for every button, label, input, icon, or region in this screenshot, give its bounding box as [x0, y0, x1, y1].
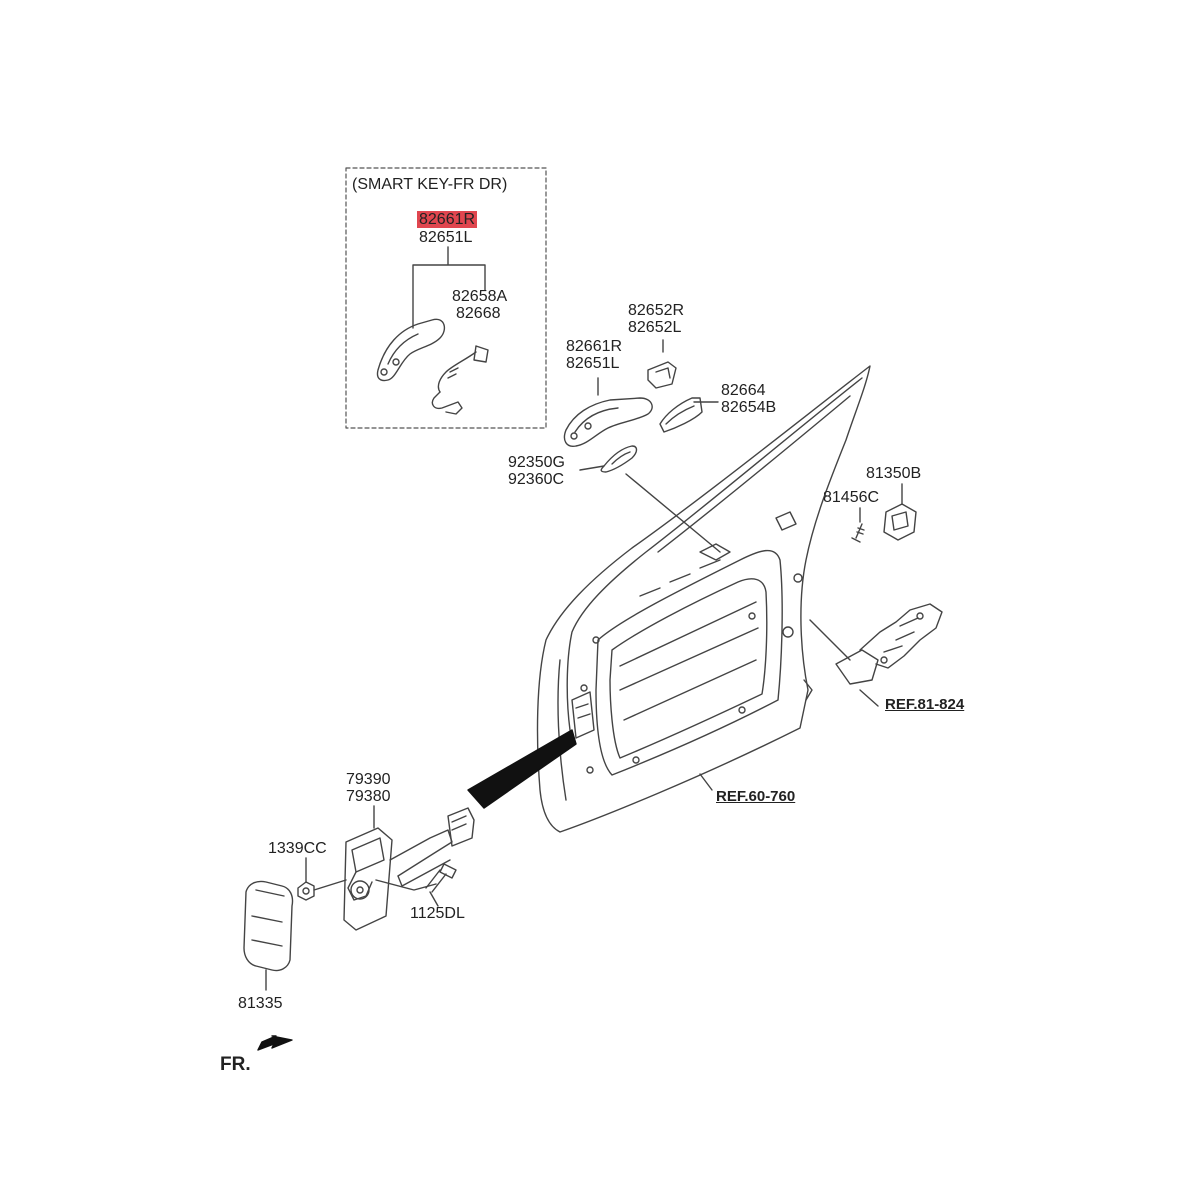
- part-label-92350g[interactable]: 92350G: [508, 454, 565, 471]
- nut-1339cc: [297, 881, 315, 901]
- part-label-81456c[interactable]: 81456C: [823, 489, 880, 506]
- outside-handle: [563, 397, 653, 447]
- door-checker: [343, 807, 475, 931]
- smart-key-handle: [376, 318, 446, 382]
- checker-arm-wedge: [467, 729, 577, 809]
- part-label-79390[interactable]: 79390: [346, 771, 391, 788]
- ref-latch-link[interactable]: REF.81-824: [885, 696, 965, 713]
- smart-key-box: [345, 167, 547, 429]
- part-label-92360c[interactable]: 92360C: [508, 471, 565, 488]
- part-label-82661r[interactable]: 82661R: [566, 338, 623, 355]
- part-label-1339cc[interactable]: 1339CC: [268, 840, 327, 857]
- bolt-1125dl: [425, 863, 457, 893]
- handle-cover: [647, 361, 677, 389]
- leader-door-ref: [699, 773, 713, 791]
- door-panel: [536, 365, 871, 833]
- part-label-82651l-smart[interactable]: 82651L: [419, 229, 473, 246]
- part-label-81350b[interactable]: 81350B: [866, 465, 922, 482]
- part-label-82668[interactable]: 82668: [456, 305, 501, 322]
- smart-key-antenna: [431, 345, 489, 415]
- part-label-82652r[interactable]: 82652R: [628, 302, 685, 319]
- part-label-82664[interactable]: 82664: [721, 382, 766, 399]
- smart-key-box-title: (SMART KEY-FR DR): [352, 176, 508, 193]
- arrow-down-left-icon: [257, 1035, 293, 1051]
- door-latch: [835, 603, 943, 685]
- part-label-82652l[interactable]: 82652L: [628, 319, 682, 336]
- key-cylinder-cap: [659, 397, 703, 433]
- leader-nut-checker: [313, 879, 347, 891]
- hinge-cover-81335: [243, 880, 294, 972]
- part-label-highlighted[interactable]: 82661R: [417, 211, 478, 228]
- door-hinge-mount: [571, 691, 595, 739]
- leader-latch-ref: [859, 689, 879, 707]
- leader-bolt: [429, 891, 439, 907]
- front-direction-label: FR.: [220, 1054, 251, 1075]
- part-label-82654b[interactable]: 82654B: [721, 399, 777, 416]
- part-label-82658a[interactable]: 82658A: [452, 288, 508, 305]
- part-label-79380[interactable]: 79380: [346, 788, 391, 805]
- leader-latch-door: [809, 619, 851, 661]
- leader-pad-door: [625, 473, 721, 553]
- leader-pad: [579, 465, 605, 471]
- part-label-82651l[interactable]: 82651L: [566, 355, 620, 372]
- striker-screw: [851, 523, 865, 543]
- door-striker: [883, 503, 917, 541]
- part-label-1125dl[interactable]: 1125DL: [410, 905, 465, 922]
- smart-key-bracket: [412, 246, 486, 329]
- ref-door-link[interactable]: REF.60-760: [716, 788, 796, 805]
- part-label-81335[interactable]: 81335: [238, 995, 283, 1012]
- handle-pad: [600, 445, 638, 473]
